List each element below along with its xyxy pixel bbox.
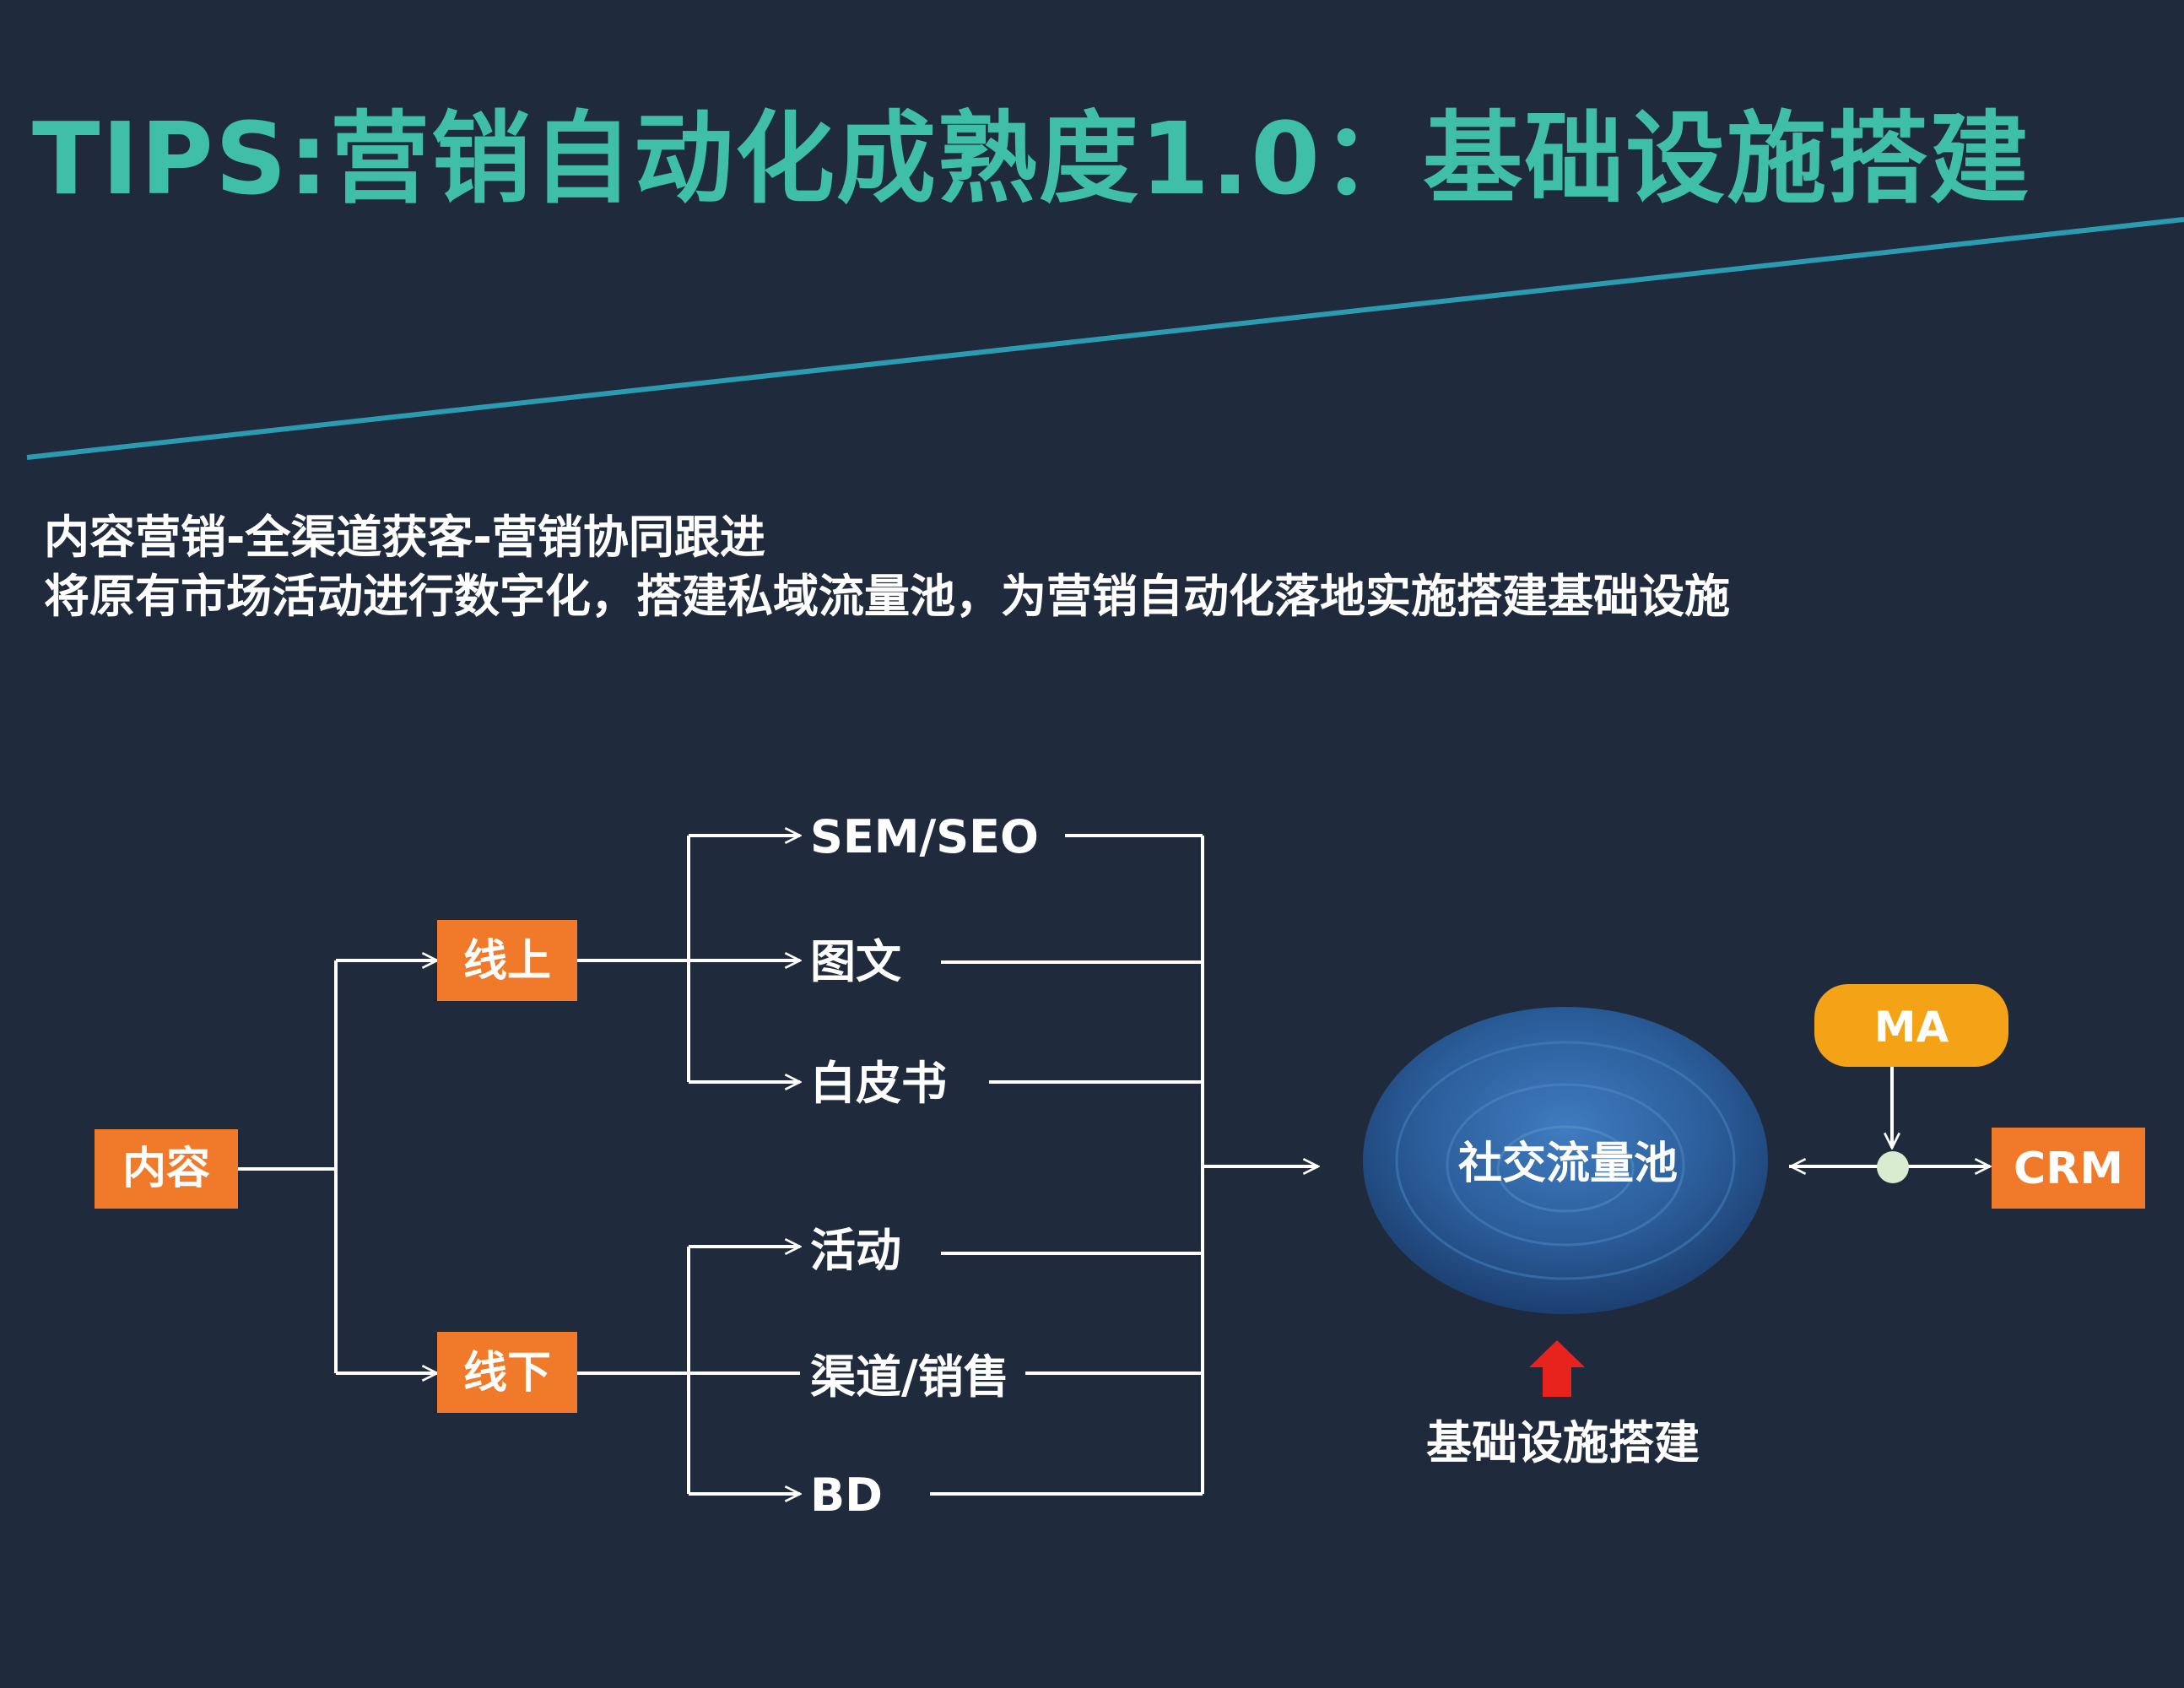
ma-node: MA [1814, 984, 2008, 1067]
pool-caption: 基础设施搭建 [1426, 1416, 1700, 1469]
junction-dot [1877, 1151, 1909, 1183]
subtitle-line-1: 内容营销-全渠道获客-营销协同跟进 [44, 511, 765, 564]
page-title: TIPS:营销自动化成熟度1.0：基础设施搭建 [32, 100, 2031, 217]
channel-sales: 渠道/销售 [810, 1350, 1009, 1404]
channel-events: 活动 [810, 1224, 901, 1277]
social-traffic-pool: 社交流量池 [1363, 1007, 1768, 1314]
offline-node: 线下 [437, 1332, 577, 1413]
crm-node: CRM [1992, 1128, 2145, 1209]
channel-bd: BD [810, 1469, 883, 1522]
channel-whitepaper: 白皮书 [810, 1057, 947, 1110]
channel-articles: 图文 [810, 935, 901, 988]
crm-node-label: CRM [2014, 1144, 2123, 1194]
online-node-label: 线上 [463, 936, 551, 987]
red-up-arrow-icon [1529, 1340, 1585, 1397]
online-node: 线上 [437, 920, 577, 1001]
channel-sem-seo: SEM/SEO [810, 810, 1039, 863]
ma-node-label: MA [1874, 1003, 1949, 1052]
offline-node-label: 线下 [463, 1348, 551, 1399]
pool-label: 社交流量池 [1458, 1139, 1678, 1189]
root-node: 内容 [95, 1129, 238, 1209]
subtitle-line-2: 将原有市场活动进行数字化，搭建私域流量池，为营销自动化落地实施搭建基础设施 [44, 570, 1730, 623]
root-node-label: 内容 [122, 1144, 210, 1194]
